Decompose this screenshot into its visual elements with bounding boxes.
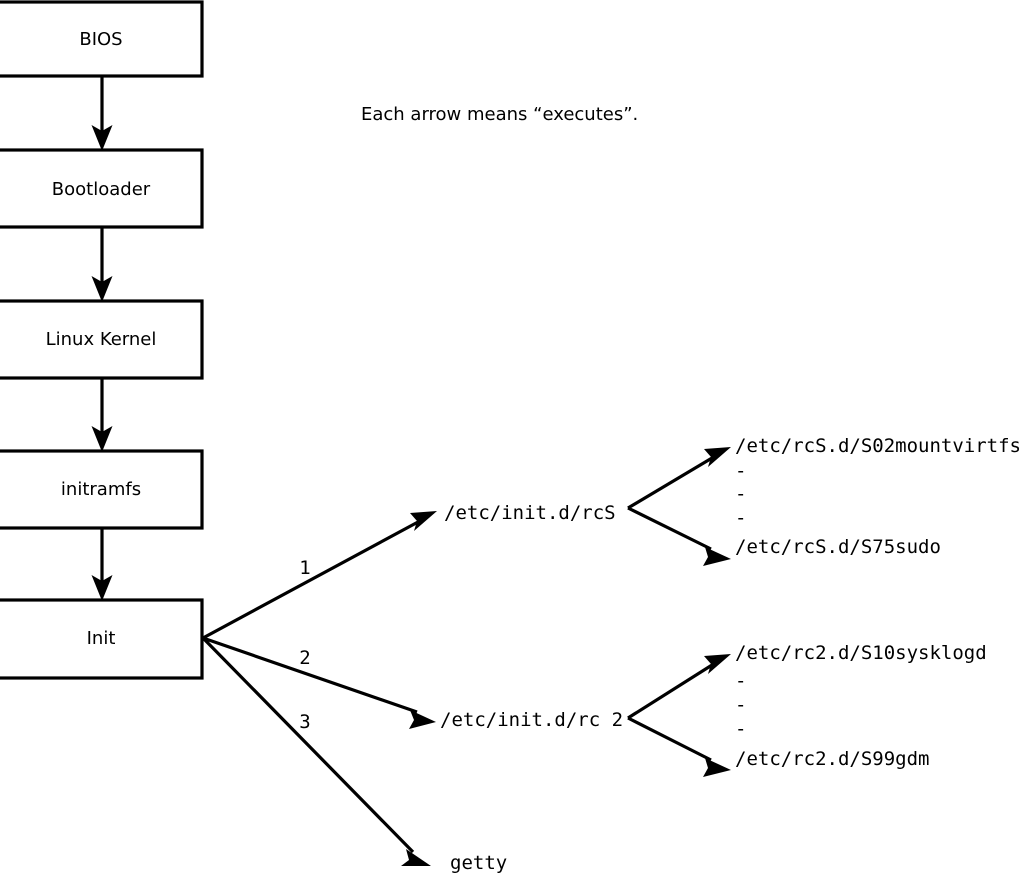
box-label-bios: BIOS	[79, 29, 122, 50]
process-box-init[interactable]: Init	[0, 598, 204, 680]
branch-init-to-rcs: 1	[202, 511, 437, 640]
rcs-ellipsis-dash-2: -	[735, 483, 746, 505]
process-box-bios[interactable]: BIOS	[0, 0, 204, 78]
process-box-linux-kernel[interactable]: Linux Kernel	[0, 299, 204, 380]
process-box-initramfs[interactable]: initramfs	[0, 449, 204, 530]
branch-number-3: 3	[299, 711, 310, 733]
box-outline-initramfs	[0, 449, 204, 530]
branch-number-2: 2	[299, 647, 310, 669]
box-outline-linux-kernel	[0, 299, 204, 380]
arrowhead-down-icon	[91, 575, 113, 601]
arrowhead-icon	[409, 710, 436, 729]
arrow-initramfs-to-init	[91, 528, 113, 601]
rc2-script-first: /etc/rc2.d/S10sysklogd	[735, 642, 987, 664]
rcs-script-first: /etc/rcS.d/S02mountvirtfs	[735, 435, 1021, 457]
arrowhead-icon	[704, 654, 731, 674]
arrowhead-icon	[401, 849, 431, 866]
box-label-init: Init	[87, 628, 116, 649]
branch-number-1: 1	[299, 557, 310, 579]
arrowhead-down-icon	[91, 276, 113, 302]
arrowhead-icon	[703, 758, 731, 777]
target-label-getty: getty	[450, 852, 507, 874]
box-label-linux-kernel: Linux Kernel	[46, 329, 157, 350]
rc2-ellipsis-dash-2: -	[735, 694, 746, 716]
arrowhead-icon	[703, 547, 731, 566]
process-box-bootloader[interactable]: Bootloader	[0, 148, 204, 229]
arrowhead-down-icon	[91, 426, 113, 452]
branch-init-to-rc2: 2	[202, 636, 436, 729]
branch-init-to-getty: 3	[201, 636, 431, 866]
rc2-script-last: /etc/rc2.d/S99gdm	[735, 748, 929, 770]
group-rc2-scripts: /etc/rc2.d/S10sysklogd - - - /etc/rc2.d/…	[627, 642, 987, 777]
arrow-bios-to-bootloader	[91, 76, 113, 151]
box-outline-init	[0, 598, 204, 680]
rc2-ellipsis-dash-3: -	[735, 718, 746, 740]
target-label-rcs: /etc/init.d/rcS	[444, 502, 616, 524]
box-outline-bios	[0, 0, 204, 78]
rcs-ellipsis-dash-1: -	[735, 460, 746, 482]
box-label-initramfs: initramfs	[61, 479, 141, 500]
box-label-bootloader: Bootloader	[52, 179, 151, 200]
target-label-rc2: /etc/init.d/rc 2	[440, 709, 623, 731]
arrowhead-icon	[704, 447, 731, 467]
box-outline-bootloader	[0, 148, 204, 229]
rcs-ellipsis-dash-3: -	[735, 507, 746, 529]
arrow-kernel-to-initramfs	[91, 378, 113, 452]
rc2-ellipsis-dash-1: -	[735, 670, 746, 692]
group-rcs-scripts: /etc/rcS.d/S02mountvirtfs - - - /etc/rcS…	[627, 435, 1021, 566]
arrow-bootloader-to-kernel	[91, 227, 113, 302]
rcs-script-last: /etc/rcS.d/S75sudo	[735, 536, 941, 558]
arrowhead-icon	[410, 511, 437, 531]
diagram-caption: Each arrow means “executes”.	[361, 104, 638, 125]
arrowhead-down-icon	[91, 125, 113, 151]
